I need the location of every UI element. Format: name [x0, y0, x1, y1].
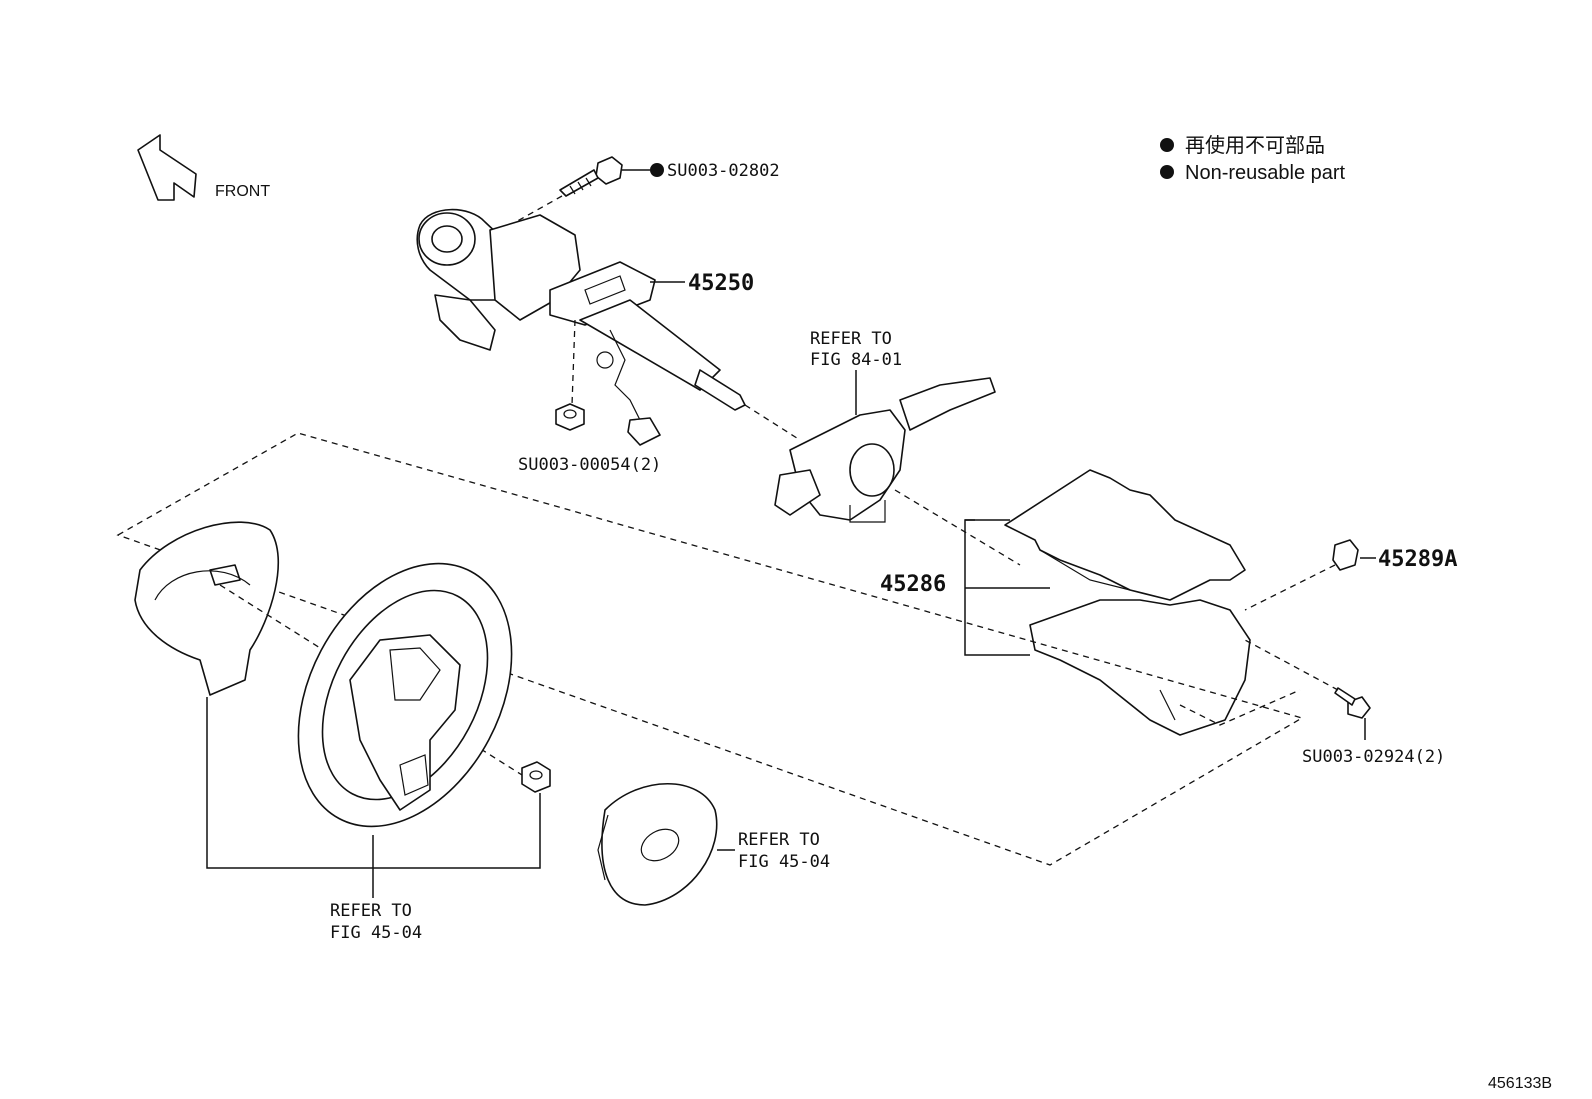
- front-label: FRONT: [215, 183, 270, 200]
- callout-wheel-ref-2: FIG 45-04: [330, 923, 422, 943]
- horn-pad: [597, 783, 718, 906]
- callout-wheel-ref-1: REFER TO: [330, 901, 412, 921]
- nut-column: [555, 403, 585, 431]
- non-reusable-dot-icon: [650, 163, 664, 177]
- legend-dot-icon: [1160, 165, 1174, 179]
- callout-switch-ref-1: REFER TO: [810, 329, 892, 349]
- wheel-rear-cover: [134, 521, 279, 696]
- callout-bolt-top: SU003-02802: [667, 161, 780, 181]
- front-arrow-icon: [137, 134, 197, 201]
- assembly-boundary: [116, 432, 1304, 866]
- callout-nut-column: SU003-00054(2): [518, 455, 661, 475]
- legend-japanese: 再使用不可部品: [1185, 134, 1325, 157]
- legend-english: Non-reusable part: [1185, 162, 1346, 184]
- bolt-top: [559, 156, 623, 197]
- callout-cover: 45286: [880, 572, 946, 597]
- legend-dot-icon: [1160, 138, 1174, 152]
- steering-wheel: [297, 562, 513, 828]
- clip: [1332, 539, 1359, 571]
- callout-clip: 45289A: [1378, 547, 1457, 572]
- callout-switch-ref-2: FIG 84-01: [810, 350, 902, 370]
- steering-column: [416, 208, 746, 446]
- callout-screw: SU003-02924(2): [1302, 747, 1445, 767]
- wheel-nut: [521, 761, 551, 793]
- screw: [1334, 687, 1371, 719]
- callout-column: 45250: [688, 271, 754, 296]
- cover-dashed-outline: [1179, 689, 1301, 726]
- column-cover-upper: [1004, 469, 1246, 601]
- figure-id: 456133B: [1488, 1075, 1552, 1092]
- callout-pad-ref-1: REFER TO: [738, 830, 820, 850]
- callout-pad-ref-2: FIG 45-04: [738, 852, 830, 872]
- combination-switch: [774, 377, 996, 523]
- column-cover-lower: [1029, 599, 1251, 736]
- legend: 再使用不可部品 Non-reusable part: [1160, 134, 1346, 184]
